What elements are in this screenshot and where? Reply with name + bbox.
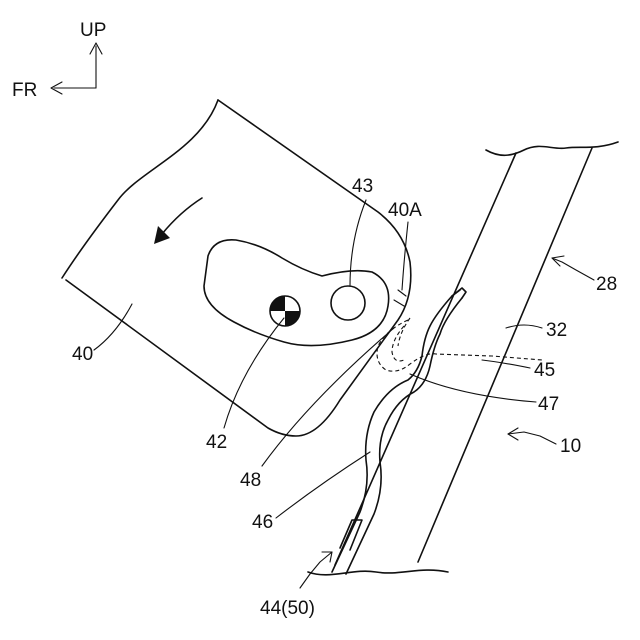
leader-47 [410, 374, 536, 402]
label-40a: 40A [388, 200, 422, 221]
up-label: UP [80, 20, 106, 41]
member-40-outline [66, 100, 411, 436]
plate-inner-profile [346, 298, 462, 574]
label-40: 40 [72, 344, 93, 365]
leader-43 [350, 200, 366, 286]
tip-40a-shading [394, 290, 406, 306]
label-46: 46 [252, 512, 273, 533]
leader-42 [224, 318, 284, 428]
leader-40a [402, 222, 408, 290]
leader-46 [276, 452, 370, 518]
leader-28 [552, 258, 594, 280]
leader-45 [482, 360, 530, 368]
frame-bottom-break-line [308, 570, 448, 575]
member-40-top-break-line [62, 100, 218, 278]
label-28: 28 [596, 274, 617, 295]
leader-44 [300, 552, 332, 588]
front-label: FR [12, 80, 37, 101]
pin-43-circle [331, 286, 365, 320]
orientation-indicator: UP FR [12, 20, 106, 101]
leader-48 [262, 328, 394, 466]
frame-member-10 [308, 142, 618, 575]
leader-40 [94, 304, 132, 350]
arrowhead-28-icon [552, 256, 564, 266]
rotation-center-42-fill-b [285, 311, 300, 326]
rotating-member-40 [62, 100, 411, 436]
label-43: 43 [352, 176, 373, 197]
frame-outer-edge [418, 148, 592, 562]
label-10: 10 [560, 436, 581, 457]
rotation-center-42-fill [270, 296, 285, 311]
frame-top-break-line [486, 142, 618, 155]
label-32: 32 [546, 320, 567, 341]
rotation-arrowhead-icon [154, 226, 170, 244]
label-48: 48 [240, 470, 261, 491]
label-44: 44(50) [260, 598, 315, 619]
reference-numerals: 43 40A 28 32 45 47 10 40 42 48 46 44(50) [72, 176, 617, 619]
bent-plate-46 [332, 288, 466, 574]
leader-32 [506, 325, 542, 328]
label-47: 47 [538, 394, 559, 415]
rotation-direction-arrow [162, 198, 202, 234]
label-45: 45 [534, 360, 555, 381]
label-42: 42 [206, 432, 227, 453]
